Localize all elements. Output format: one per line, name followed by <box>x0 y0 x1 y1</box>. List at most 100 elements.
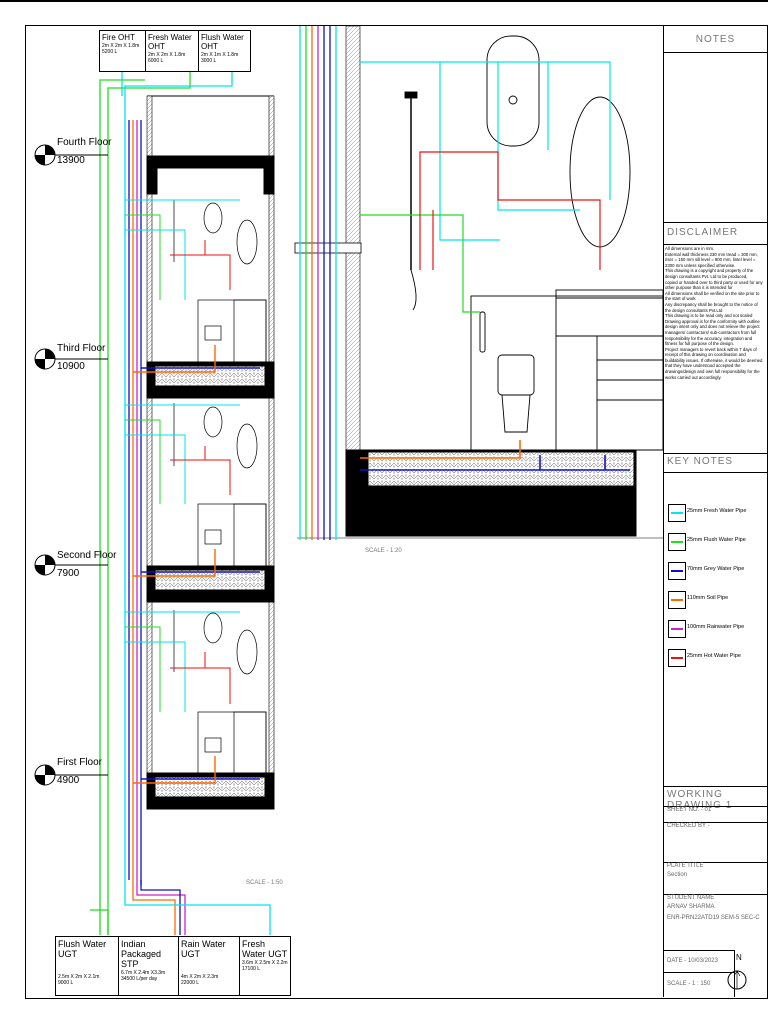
drawing-title: WORKING DRAWING 1 <box>667 789 733 811</box>
level-fourth-elev: 13900 <box>57 155 85 166</box>
disclaimer-line: This drawing is to be read only and not … <box>665 313 753 319</box>
disclaimer-line: Project managers to revert back within 7… <box>665 346 757 352</box>
info-panel: NOTES DISCLAIMER All dimensions are in m… <box>663 26 767 997</box>
detail-walls <box>294 25 663 539</box>
ugt-stp-dims: 6.7m X 2.4m X3.3m <box>121 970 166 976</box>
oht-fire-dims: 2m X 2m X 1.8m <box>102 43 140 49</box>
level-second: Second Floor 7900 <box>57 550 116 580</box>
key-note-label: 25mm Flush Water Pipe <box>687 537 746 543</box>
ugt-stp-title: Indian Packaged STP <box>121 939 162 969</box>
scale-detail: SCALE - 1:20 <box>365 548 402 554</box>
key-note-label: 110mm Soil Pipe <box>687 595 729 601</box>
enrolment: ENR-PRN22ATD19 SEM-5 SEC-C <box>667 915 760 921</box>
key-note-swatch <box>668 562 686 580</box>
keynotes-heading: KEY NOTES <box>667 456 734 467</box>
key-note-label: 25mm Fresh Water Pipe <box>687 508 747 514</box>
level-first: First Floor 4900 <box>57 757 102 787</box>
section-branches <box>125 199 260 784</box>
disclaimer-line: the start of work <box>665 296 696 302</box>
key-note-label: 70mm Grey Water Pipe <box>687 566 745 572</box>
disclaimer-line: copied or handed over to third party or … <box>665 279 763 285</box>
bath-fixtures-section <box>173 200 267 775</box>
key-note-item: 25mm Fresh Water Pipe <box>664 504 767 526</box>
oht-flush-cap: 3000 L <box>201 58 217 64</box>
disclaimer-text: All dimensions are in mm.External wall t… <box>665 246 765 380</box>
key-note-item: 25mm Hot Water Pipe <box>664 649 767 671</box>
level-third-elev: 10900 <box>57 361 85 372</box>
disclaimer-line: managers/ contractors/ sub-contractors f… <box>665 329 757 335</box>
disclaimer-line: design consultants Pvt. Ltd to be produc… <box>665 273 748 279</box>
key-note-swatch <box>668 591 686 609</box>
key-note-swatch <box>668 649 686 667</box>
section-risers <box>90 60 271 935</box>
scale-row: SCALE - 1 : 150 <box>664 972 735 997</box>
disclaimer-line: 2300 mm unless specified otherwise. <box>665 262 736 268</box>
disclaimer-line: This drawing is a copyright and property… <box>665 268 754 274</box>
north-label: N <box>736 953 742 962</box>
level-markers <box>45 154 108 776</box>
ugt-flush-dims: 2.5m X 2m X 2.1m <box>58 974 100 980</box>
keynotes-rule-2 <box>664 472 767 473</box>
scale-section: SCALE - 1:50 <box>246 880 283 886</box>
disclaimer-line: other purpose than it is intended for <box>665 285 733 291</box>
keynotes-rule <box>664 453 767 454</box>
date-row: DATE - 10/03/2023 <box>664 950 735 973</box>
sheet-row: SHEET NO. - 01 <box>664 806 767 823</box>
ugt-rain-dims: 4m X 2m X 2.3m <box>181 974 219 980</box>
key-note-item: 100mm Rainwater Pipe <box>664 620 767 642</box>
ugt-stp-cap: 34500 L/per day <box>121 976 158 982</box>
title-scale: SCALE - 1 : 150 <box>667 981 711 987</box>
student-name: ARNAV SHARMA <box>667 904 715 910</box>
level-third-name: Third Floor <box>57 343 106 354</box>
notes-rule <box>664 52 767 53</box>
disclaimer-line: works carried out accordingly. <box>665 374 722 380</box>
oht-fire-cap: 5200 L <box>102 49 118 55</box>
level-second-name: Second Floor <box>57 550 117 561</box>
ugt-rain-cap: 22000 L <box>181 980 200 986</box>
level-symbols <box>34 144 56 786</box>
date: DATE - 10/03/2023 <box>667 958 718 964</box>
drawing-rule <box>664 786 767 787</box>
ugt-flush-title: Flush Water UGT <box>58 939 107 959</box>
key-note-item: 70mm Grey Water Pipe <box>664 562 767 584</box>
disclaimer-line: All dimensions are in mm. <box>665 246 715 251</box>
disclaimer-line: Drawing approval is for the conformity w… <box>665 318 760 324</box>
ugt-fresh-cap: 17100 L <box>242 966 261 972</box>
ugt-rain-title: Rain Water UGT <box>181 939 226 959</box>
disclaimer-line: buildability issues. If otherwise, it wo… <box>665 357 763 363</box>
key-note-swatch <box>668 533 686 551</box>
ugt-fresh-title: Fresh Water UGT <box>242 939 288 959</box>
disclaimer-line: receipt of this drawing on coordination … <box>665 352 746 358</box>
oht-flush-dims: 2m X 1m X 1.8m <box>201 52 239 58</box>
key-note-item: 110mm Soil Pipe <box>664 591 767 613</box>
notes-heading: NOTES <box>695 34 736 45</box>
disclaimer-line: fitness for full purpose of the design. <box>665 341 735 347</box>
checked-row: CHECKED BY - <box>664 822 767 839</box>
key-note-item: 25mm Flush Water Pipe <box>664 533 767 555</box>
level-second-elev: 7900 <box>57 568 80 579</box>
level-fourth-name: Fourth Floor <box>57 137 112 148</box>
key-note-swatch <box>668 504 686 522</box>
key-note-label: 100mm Rainwater Pipe <box>687 624 745 630</box>
detail-risers <box>299 26 337 540</box>
level-third: Third Floor 10900 <box>57 343 105 373</box>
checked-by: CHECKED BY - <box>667 823 710 829</box>
level-first-elev: 4900 <box>57 775 80 786</box>
disclaimer-rule <box>664 222 767 223</box>
disclaimer-line: Any discrepancy shall be brought to the … <box>665 301 758 307</box>
ugt-flush-cap: 9000 L <box>58 980 74 986</box>
oht-fire-title: Fire OHT <box>102 33 135 42</box>
plate-title-label: PLATE TITLE <box>667 863 704 869</box>
level-first-name: First Floor <box>57 757 102 768</box>
disclaimer-line: All dimensions shall be verified on the … <box>665 290 760 296</box>
disclaimer-rule-2 <box>664 244 767 245</box>
oht-fresh-cap: 6000 L <box>148 58 164 64</box>
disclaimer-line: design intent only and does not relieve … <box>665 324 760 330</box>
top-border <box>0 0 768 2</box>
